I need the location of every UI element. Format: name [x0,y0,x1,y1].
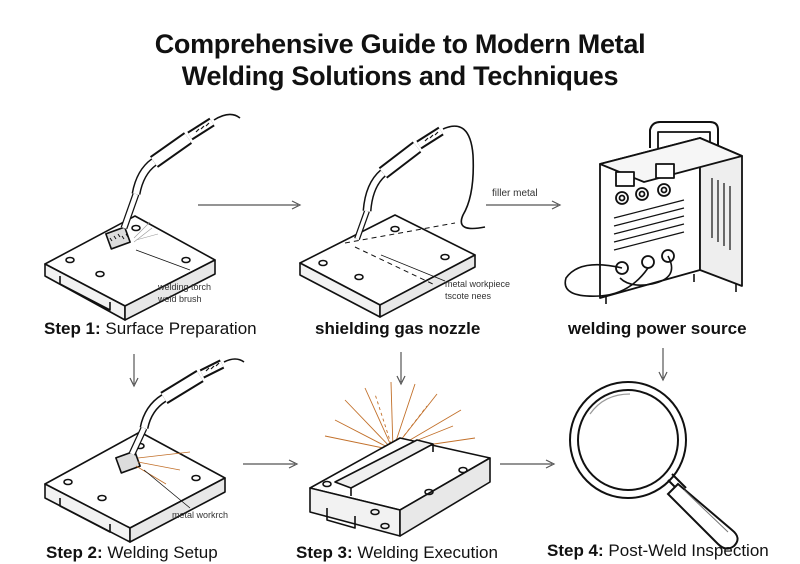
magnifying-glass-icon [569,381,739,550]
flow-arrow-5-to-6 [500,459,556,469]
workpiece-brush-illustration [44,113,241,321]
caption-step-3: Step 3: Welding Execution [296,543,498,563]
caption-step-2: Step 2: Welding Setup [46,543,218,563]
caption-step-1-name: Surface Preparation [105,319,257,338]
panel-surface-preparation: welding torch weld brush [40,110,241,321]
page-title: Comprehensive Guide to Modern Metal Weld… [0,28,800,92]
caption-welding-power-source: welding power source [568,319,747,339]
caption-step-3-label: Step 3: [296,543,353,562]
caption-panel-2-name: shielding gas nozzle [315,319,481,338]
panel-welding-execution [305,380,505,540]
flow-arrow-1-to-2 [198,200,302,210]
callout-metal-workpiece: metal workpiece [445,279,511,289]
power-source-illustration [564,121,743,304]
caption-step-2-name: Welding Setup [107,543,218,562]
flow-arrow-2-to-3 [486,200,562,210]
title-line-1: Comprehensive Guide to Modern Metal [154,29,646,59]
panel-welding-setup: metal workrch [40,358,250,543]
caption-step-1-label: Step 1: [44,319,101,338]
caption-step-4: Step 4: Post-Weld Inspection [547,541,769,561]
panel-welding-power-source [560,118,760,313]
caption-panel-3-name: welding power source [568,319,747,338]
flow-arrow-down-1 [129,354,139,388]
workpiece-torch-illustration [299,125,486,318]
callout-metal-workrch: metal workrch [172,510,229,520]
panel-post-weld-inspection [560,380,760,550]
callout-weld-brush: weld brush [158,294,202,304]
flow-arrow-down-2 [396,352,406,386]
caption-step-1: Step 1: Surface Preparation [44,319,257,339]
title-line-2: Welding Solutions and Techniques [181,61,619,91]
caption-step-4-label: Step 4: [547,541,604,560]
callout-welding-torch: welding torch [158,282,212,292]
flow-arrow-4-to-5 [243,459,299,469]
caption-shielding-gas-nozzle: shielding gas nozzle [315,319,480,339]
welding-execution-illustration [309,381,491,537]
welding-setup-illustration [44,358,245,543]
caption-step-4-name: Post-Weld Inspection [608,541,769,560]
flow-arrow-down-3 [658,348,668,382]
panel-shielding-gas-nozzle: metal workpiece tscote nees [295,115,510,318]
caption-step-2-label: Step 2: [46,543,103,562]
callout-tscote-nees: tscote nees [445,291,492,301]
callout-filler-metal: filler metal [492,188,538,199]
caption-step-3-name: Welding Execution [357,543,498,562]
